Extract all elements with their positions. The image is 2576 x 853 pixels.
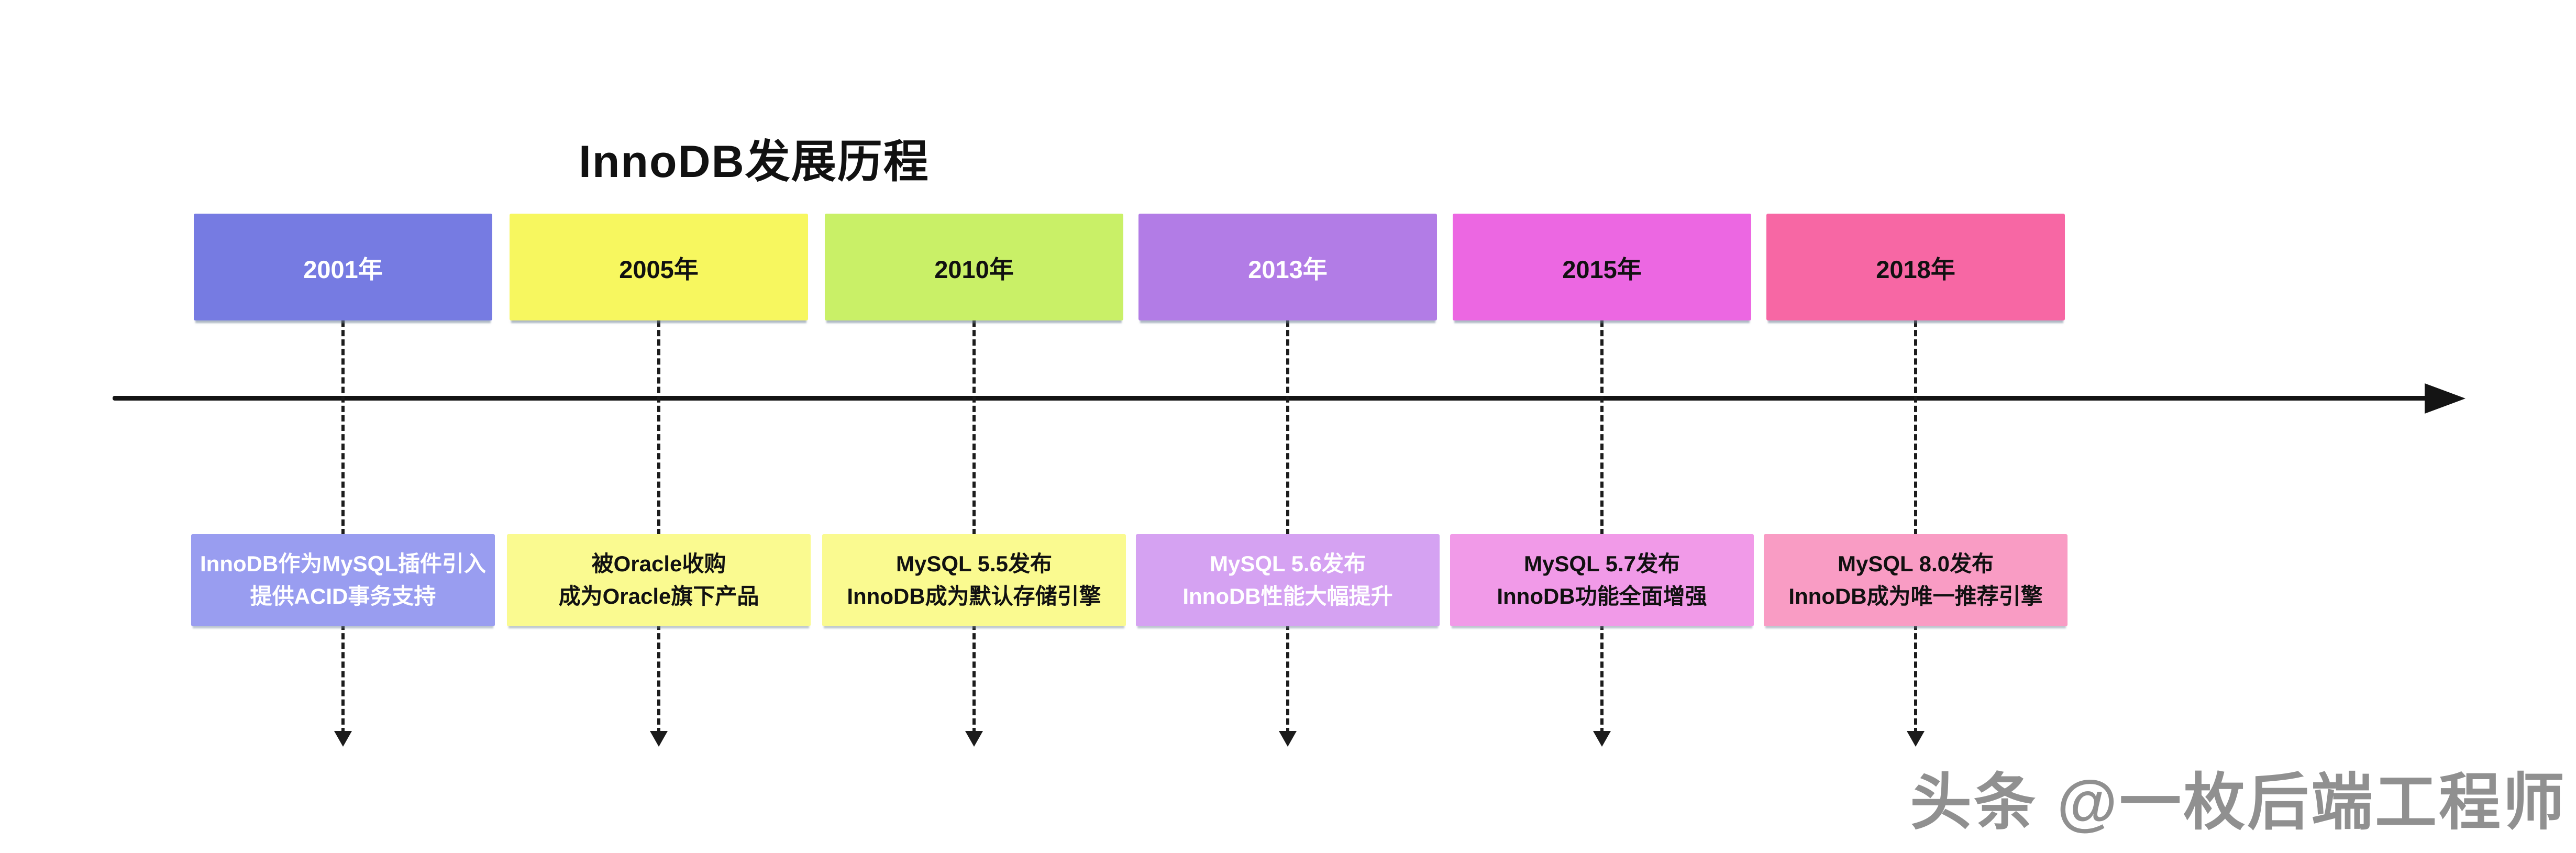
description-line: MySQL 5.5发布	[896, 551, 1052, 576]
year-label: 2018年	[1876, 255, 1955, 283]
arrow-down-icon	[965, 731, 983, 747]
timeline-axis	[113, 396, 2433, 401]
description-line: MySQL 5.6发布	[1210, 551, 1366, 576]
description-box: MySQL 8.0发布 InnoDB成为唯一推荐引擎	[1764, 534, 2068, 626]
year-box: 2010年	[825, 214, 1123, 320]
connector-dashed-line	[972, 320, 976, 734]
connector-dashed-line	[1914, 320, 1917, 734]
year-box: 2005年	[510, 214, 808, 320]
timeline-column-2005: 2005年 被Oracle收购 成为Oracle旗下产品	[507, 214, 811, 749]
arrow-down-icon	[1907, 731, 1925, 747]
description-line: InnoDB性能大幅提升	[1182, 584, 1393, 608]
year-label: 2005年	[619, 255, 699, 283]
timeline-column-2015: 2015年 MySQL 5.7发布 InnoDB功能全面增强	[1450, 214, 1754, 749]
connector-dashed-line	[657, 320, 660, 734]
description-line: 成为Oracle旗下产品	[558, 584, 759, 608]
description-line: InnoDB作为MySQL插件引入	[200, 551, 486, 576]
year-label: 2001年	[303, 255, 383, 283]
year-label: 2010年	[934, 255, 1014, 283]
year-box: 2001年	[194, 214, 492, 320]
description-box: 被Oracle收购 成为Oracle旗下产品	[507, 534, 811, 626]
arrow-down-icon	[650, 731, 668, 747]
description-line: InnoDB成为默认存储引擎	[847, 584, 1101, 608]
connector-dashed-line	[1286, 320, 1289, 734]
page-title: InnoDB发展历程	[579, 137, 930, 187]
timeline-column-2010: 2010年 MySQL 5.5发布 InnoDB成为默认存储引擎	[822, 214, 1126, 749]
description-box: MySQL 5.7发布 InnoDB功能全面增强	[1450, 534, 1754, 626]
description-line: 被Oracle收购	[591, 551, 726, 576]
description-box: MySQL 5.5发布 InnoDB成为默认存储引擎	[822, 534, 1126, 626]
connector-dashed-line	[341, 320, 345, 734]
arrow-down-icon	[1279, 731, 1297, 747]
connector-dashed-line	[1600, 320, 1604, 734]
timeline-arrow-right-icon	[2425, 383, 2466, 414]
description-line: MySQL 5.7发布	[1524, 551, 1680, 576]
arrow-down-icon	[1593, 731, 1611, 747]
description-box: MySQL 5.6发布 InnoDB性能大幅提升	[1136, 534, 1440, 626]
timeline-column-2001: 2001年 InnoDB作为MySQL插件引入 提供ACID事务支持	[191, 214, 495, 749]
year-label: 2015年	[1562, 255, 1642, 283]
description-line: 提供ACID事务支持	[250, 584, 436, 608]
timeline-column-2018: 2018年 MySQL 8.0发布 InnoDB成为唯一推荐引擎	[1764, 214, 2068, 749]
description-line: MySQL 8.0发布	[1838, 551, 1994, 576]
watermark: 头条 @一枚后端工程师	[1910, 768, 2567, 837]
year-box: 2018年	[1766, 214, 2065, 320]
year-box: 2015年	[1453, 214, 1751, 320]
description-line: InnoDB功能全面增强	[1497, 584, 1707, 608]
timeline-column-2013: 2013年 MySQL 5.6发布 InnoDB性能大幅提升	[1136, 214, 1440, 749]
description-box: InnoDB作为MySQL插件引入 提供ACID事务支持	[191, 534, 495, 626]
arrow-down-icon	[334, 731, 352, 747]
year-box: 2013年	[1138, 214, 1437, 320]
year-label: 2013年	[1248, 255, 1328, 283]
description-line: InnoDB成为唯一推荐引擎	[1788, 584, 2043, 608]
